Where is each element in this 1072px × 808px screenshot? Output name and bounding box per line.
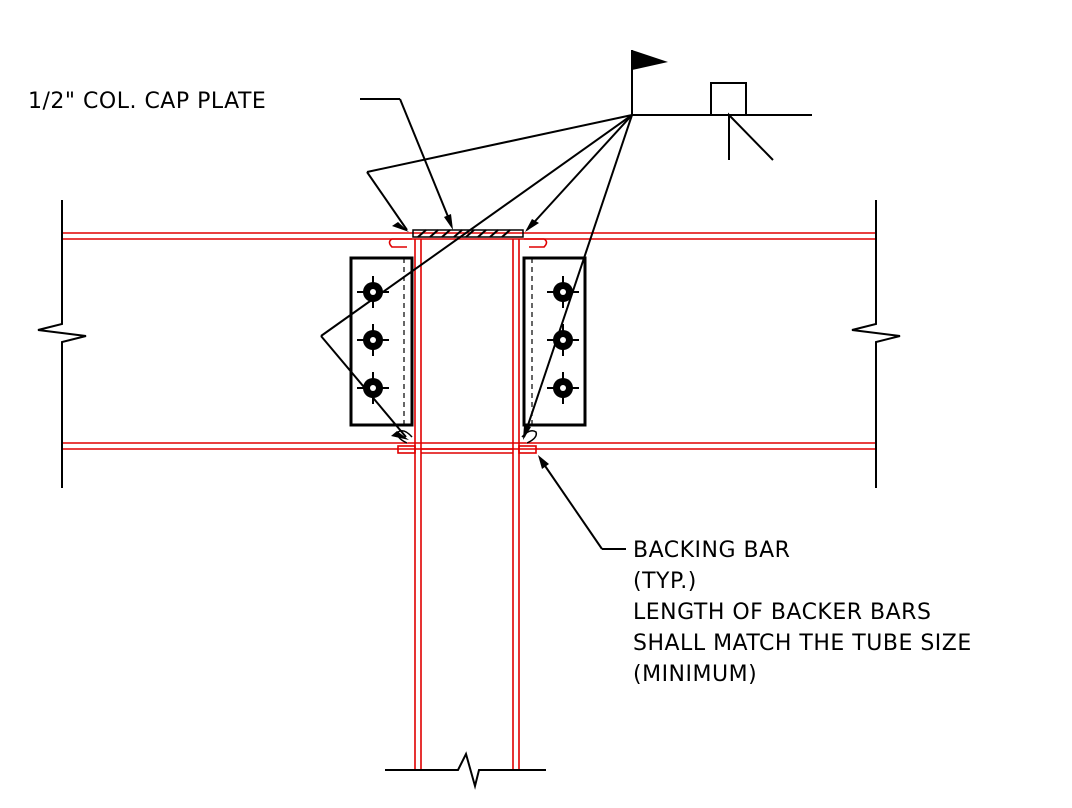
arrowhead — [392, 222, 409, 232]
shear-tab-left — [349, 256, 414, 427]
backing-bar-leader — [538, 455, 626, 550]
bolt-icon — [357, 372, 389, 404]
cap-weld-left — [388, 238, 412, 248]
cap-plate-leader — [360, 98, 453, 230]
backer-bar-length-note: LENGTH OF BACKER BARS — [633, 600, 931, 625]
bolt-group — [357, 276, 579, 404]
field-weld-flag-icon — [632, 50, 668, 70]
left-break-line — [37, 200, 87, 488]
backer-bar-tube-size-note: SHALL MATCH THE TUBE SIZE — [633, 631, 972, 656]
cap-plate-label: 1/2" COL. CAP PLATE — [28, 89, 266, 114]
backing-bar-label: BACKING BAR — [633, 538, 790, 563]
cap-plate — [412, 229, 524, 238]
bolt-icon — [547, 372, 579, 404]
column — [414, 239, 520, 770]
fillet-weld-icon — [728, 112, 774, 161]
backer-bar-minimum-note: (MINIMUM) — [633, 662, 757, 687]
bolt-icon — [357, 324, 389, 356]
arrowhead — [523, 425, 531, 440]
right-break-line — [851, 200, 901, 488]
cap-weld-right — [524, 238, 548, 248]
backing-bar-typ-label: (TYP.) — [633, 569, 697, 594]
bolt-icon — [547, 276, 579, 308]
column-break-line — [385, 751, 546, 790]
bolt-icon — [357, 276, 389, 308]
shear-tab-right — [522, 256, 587, 427]
square-groove-weld-icon — [710, 82, 747, 116]
arrowhead — [525, 219, 539, 232]
arrowhead — [391, 431, 409, 440]
weld-leader-lines — [320, 114, 633, 438]
weld-symbol — [631, 50, 812, 161]
beam — [62, 232, 876, 450]
